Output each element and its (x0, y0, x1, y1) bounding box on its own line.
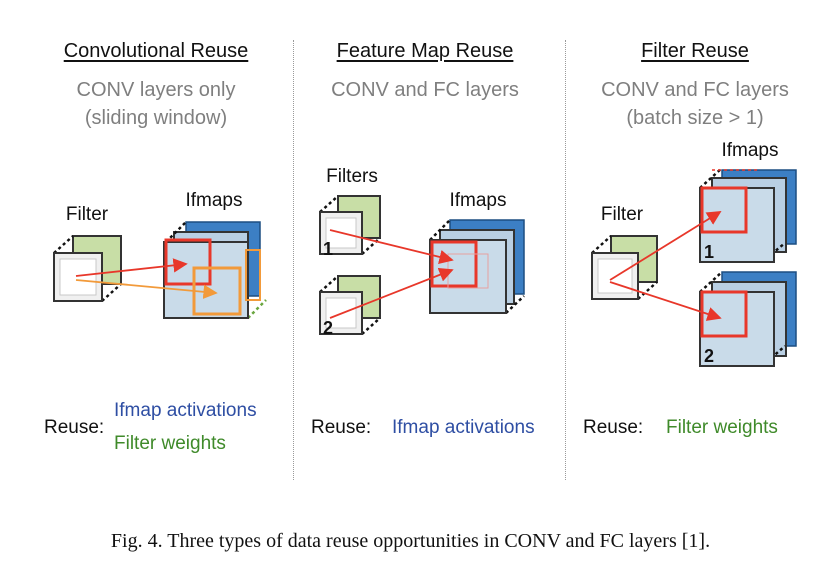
panel1-orange-arrow (75, 279, 218, 300)
panel3-filter-stack (591, 235, 658, 300)
panel3-arrow-2 (609, 281, 722, 321)
panel1-subtitle-line2: (sliding window) (84, 107, 228, 129)
panel3-title: Filter Reuse (641, 40, 749, 62)
panel2-filter-number-2: 2 (323, 318, 334, 338)
figure-caption: Fig. 4. Three types of data reuse opport… (110, 530, 711, 552)
panel2-reuse-label: Reuse: (311, 417, 372, 438)
panel2-subtitle-line1: CONV and FC layers (331, 79, 519, 101)
panel3-ifmap-number-1: 1 (704, 242, 715, 262)
panel3-arrow-1 (609, 211, 722, 281)
panel3-reuse-label: Reuse: (583, 417, 644, 438)
panel3-ifmaps-label: Ifmaps (721, 140, 779, 161)
panel2-ifmap-stack (429, 219, 525, 314)
panel1-filter-stack (53, 235, 122, 302)
panel3-filter-label: Filter (600, 204, 644, 225)
panel3-ifmap-number-2: 2 (704, 346, 715, 366)
panel2-filters-label: Filters (326, 166, 378, 187)
panel1-reuse-label: Reuse: (44, 417, 105, 438)
panel3-ifmap2-stack (699, 271, 797, 367)
panel2-arrow-2 (329, 267, 454, 319)
divider-right (565, 40, 566, 480)
panel3-reuse-weights: Filter weights (666, 417, 778, 438)
panel1-title: Convolutional Reuse (63, 40, 249, 62)
panel2-filter-number-1: 1 (323, 239, 334, 259)
panel1-filter-label: Filter (65, 204, 109, 225)
panel2-arrow-1 (329, 229, 454, 264)
panel3-subtitle-line2: (batch size > 1) (626, 107, 764, 129)
panel1-ifmaps-label: Ifmaps (185, 190, 243, 211)
panel1-reuse-weights: Filter weights (114, 433, 226, 454)
panel2-reuse-activations: Ifmap activations (392, 417, 535, 438)
panel1-subtitle-line1: CONV layers only (76, 79, 236, 101)
panel3-subtitle-line1: CONV and FC layers (601, 79, 789, 101)
panel1-reuse-activations: Ifmap activations (114, 400, 257, 421)
panel2-ifmaps-label: Ifmaps (449, 190, 507, 211)
panel2-title: Feature Map Reuse (336, 40, 514, 62)
panel1-ifmap-stack (163, 221, 267, 319)
panel1-red-arrow (75, 258, 188, 277)
panel3-ifmap1-stack (699, 167, 797, 263)
divider-left (293, 40, 294, 480)
